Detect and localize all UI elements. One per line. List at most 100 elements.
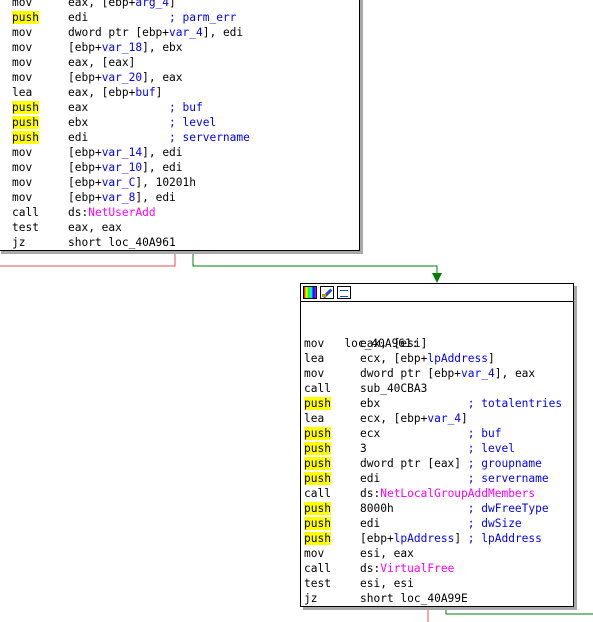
comment: ; dwFreeType xyxy=(467,502,549,515)
operand: ], ebx xyxy=(142,41,183,54)
variable-name[interactable]: var_10 xyxy=(101,161,143,174)
mnemonic: test xyxy=(12,221,39,234)
operand: ] xyxy=(454,532,468,545)
instruction-line[interactable]: lea ecx, [ebp+lpAddress] xyxy=(304,351,573,366)
api-name[interactable]: NetLocalGroupAddMembers xyxy=(380,487,536,500)
operand: esi, esi xyxy=(360,577,414,590)
operand: ], eax xyxy=(142,71,183,84)
operand: ds: xyxy=(68,206,89,219)
comment: ; buf xyxy=(169,101,203,114)
instruction-line[interactable]: mov[ebp+var_8], edi xyxy=(12,190,359,205)
variable-name[interactable]: var_4 xyxy=(427,412,462,425)
operand: [ebp+ xyxy=(68,191,102,204)
operand: ecx, [ebp+ xyxy=(360,352,428,365)
mnemonic: push xyxy=(304,397,331,410)
mnemonic: push xyxy=(304,457,331,470)
instruction-line[interactable]: test eax, eax xyxy=(12,220,359,235)
operand: edi xyxy=(68,131,170,144)
variable-name[interactable]: buf xyxy=(135,86,156,99)
variable-name[interactable]: lpAddress xyxy=(393,532,455,545)
mnemonic: push xyxy=(12,11,39,24)
mnemonic: jz xyxy=(12,236,26,249)
operand: edi xyxy=(360,517,468,530)
variable-name[interactable]: var_8 xyxy=(101,191,136,204)
operand: eax, eax xyxy=(68,221,122,234)
mnemonic: push xyxy=(304,442,331,455)
operand: eax, [eax] xyxy=(68,56,136,69)
operand: ds: xyxy=(360,562,381,575)
comment: ; level xyxy=(467,442,515,455)
mnemonic: push xyxy=(304,427,331,440)
comment: ; totalentries xyxy=(467,397,563,410)
variable-name[interactable]: var_4 xyxy=(461,367,495,380)
instruction-line[interactable]: mov[ebp+var_20], eax xyxy=(12,70,359,85)
variable-name[interactable]: arg_4 xyxy=(135,0,170,9)
mnemonic: lea xyxy=(12,86,33,99)
variable-name[interactable]: lpAddress xyxy=(427,352,488,365)
operand: eax, [ebp+ xyxy=(68,86,136,99)
variable-name[interactable]: var_C xyxy=(101,176,136,189)
operand: ] xyxy=(461,412,468,425)
mnemonic: call xyxy=(304,382,331,395)
instruction-line[interactable]: mov[ebp+var_10], edi xyxy=(12,160,359,175)
edge-true-arrowhead xyxy=(432,273,442,283)
block-label[interactable]: loc_40A961: xyxy=(304,321,573,350)
comment: ; lpAddress xyxy=(467,532,542,545)
variable-name[interactable]: var_4 xyxy=(169,26,203,39)
edit-icon[interactable] xyxy=(320,286,334,299)
mnemonic: push xyxy=(304,472,331,485)
instruction-line[interactable]: mov[ebp+var_14], edi xyxy=(12,145,359,160)
variable-name[interactable]: var_20 xyxy=(101,71,143,84)
instruction-line[interactable]: push[ebp+lpAddress] ; lpAddress xyxy=(304,531,573,546)
mnemonic: mov xyxy=(304,337,325,350)
operand: edi xyxy=(360,472,468,485)
location-label[interactable]: loc_40A961: xyxy=(344,337,419,350)
operand: ], 10201h xyxy=(135,176,196,189)
instruction-line[interactable]: mov[ebp+var_18], ebx xyxy=(12,40,359,55)
color-icon[interactable] xyxy=(303,286,317,299)
api-name[interactable]: NetUserAdd xyxy=(88,206,156,219)
mnemonic: mov xyxy=(304,367,325,380)
variable-name[interactable]: var_18 xyxy=(101,41,143,54)
instruction-line[interactable]: mov[ebp+var_C], 10201h xyxy=(12,175,359,190)
mnemonic: jz xyxy=(304,592,318,605)
api-name[interactable]: VirtualFree xyxy=(380,562,455,575)
operand: ], edi xyxy=(135,191,176,204)
mnemonic: lea xyxy=(304,352,325,365)
operand: ] xyxy=(487,352,495,365)
operand: ] xyxy=(169,0,176,9)
graph-icon[interactable] xyxy=(337,286,351,299)
mnemonic: mov xyxy=(12,176,33,189)
variable-name[interactable]: var_14 xyxy=(101,146,143,159)
operand: 8000h xyxy=(360,502,468,515)
mnemonic: mov xyxy=(12,161,33,174)
